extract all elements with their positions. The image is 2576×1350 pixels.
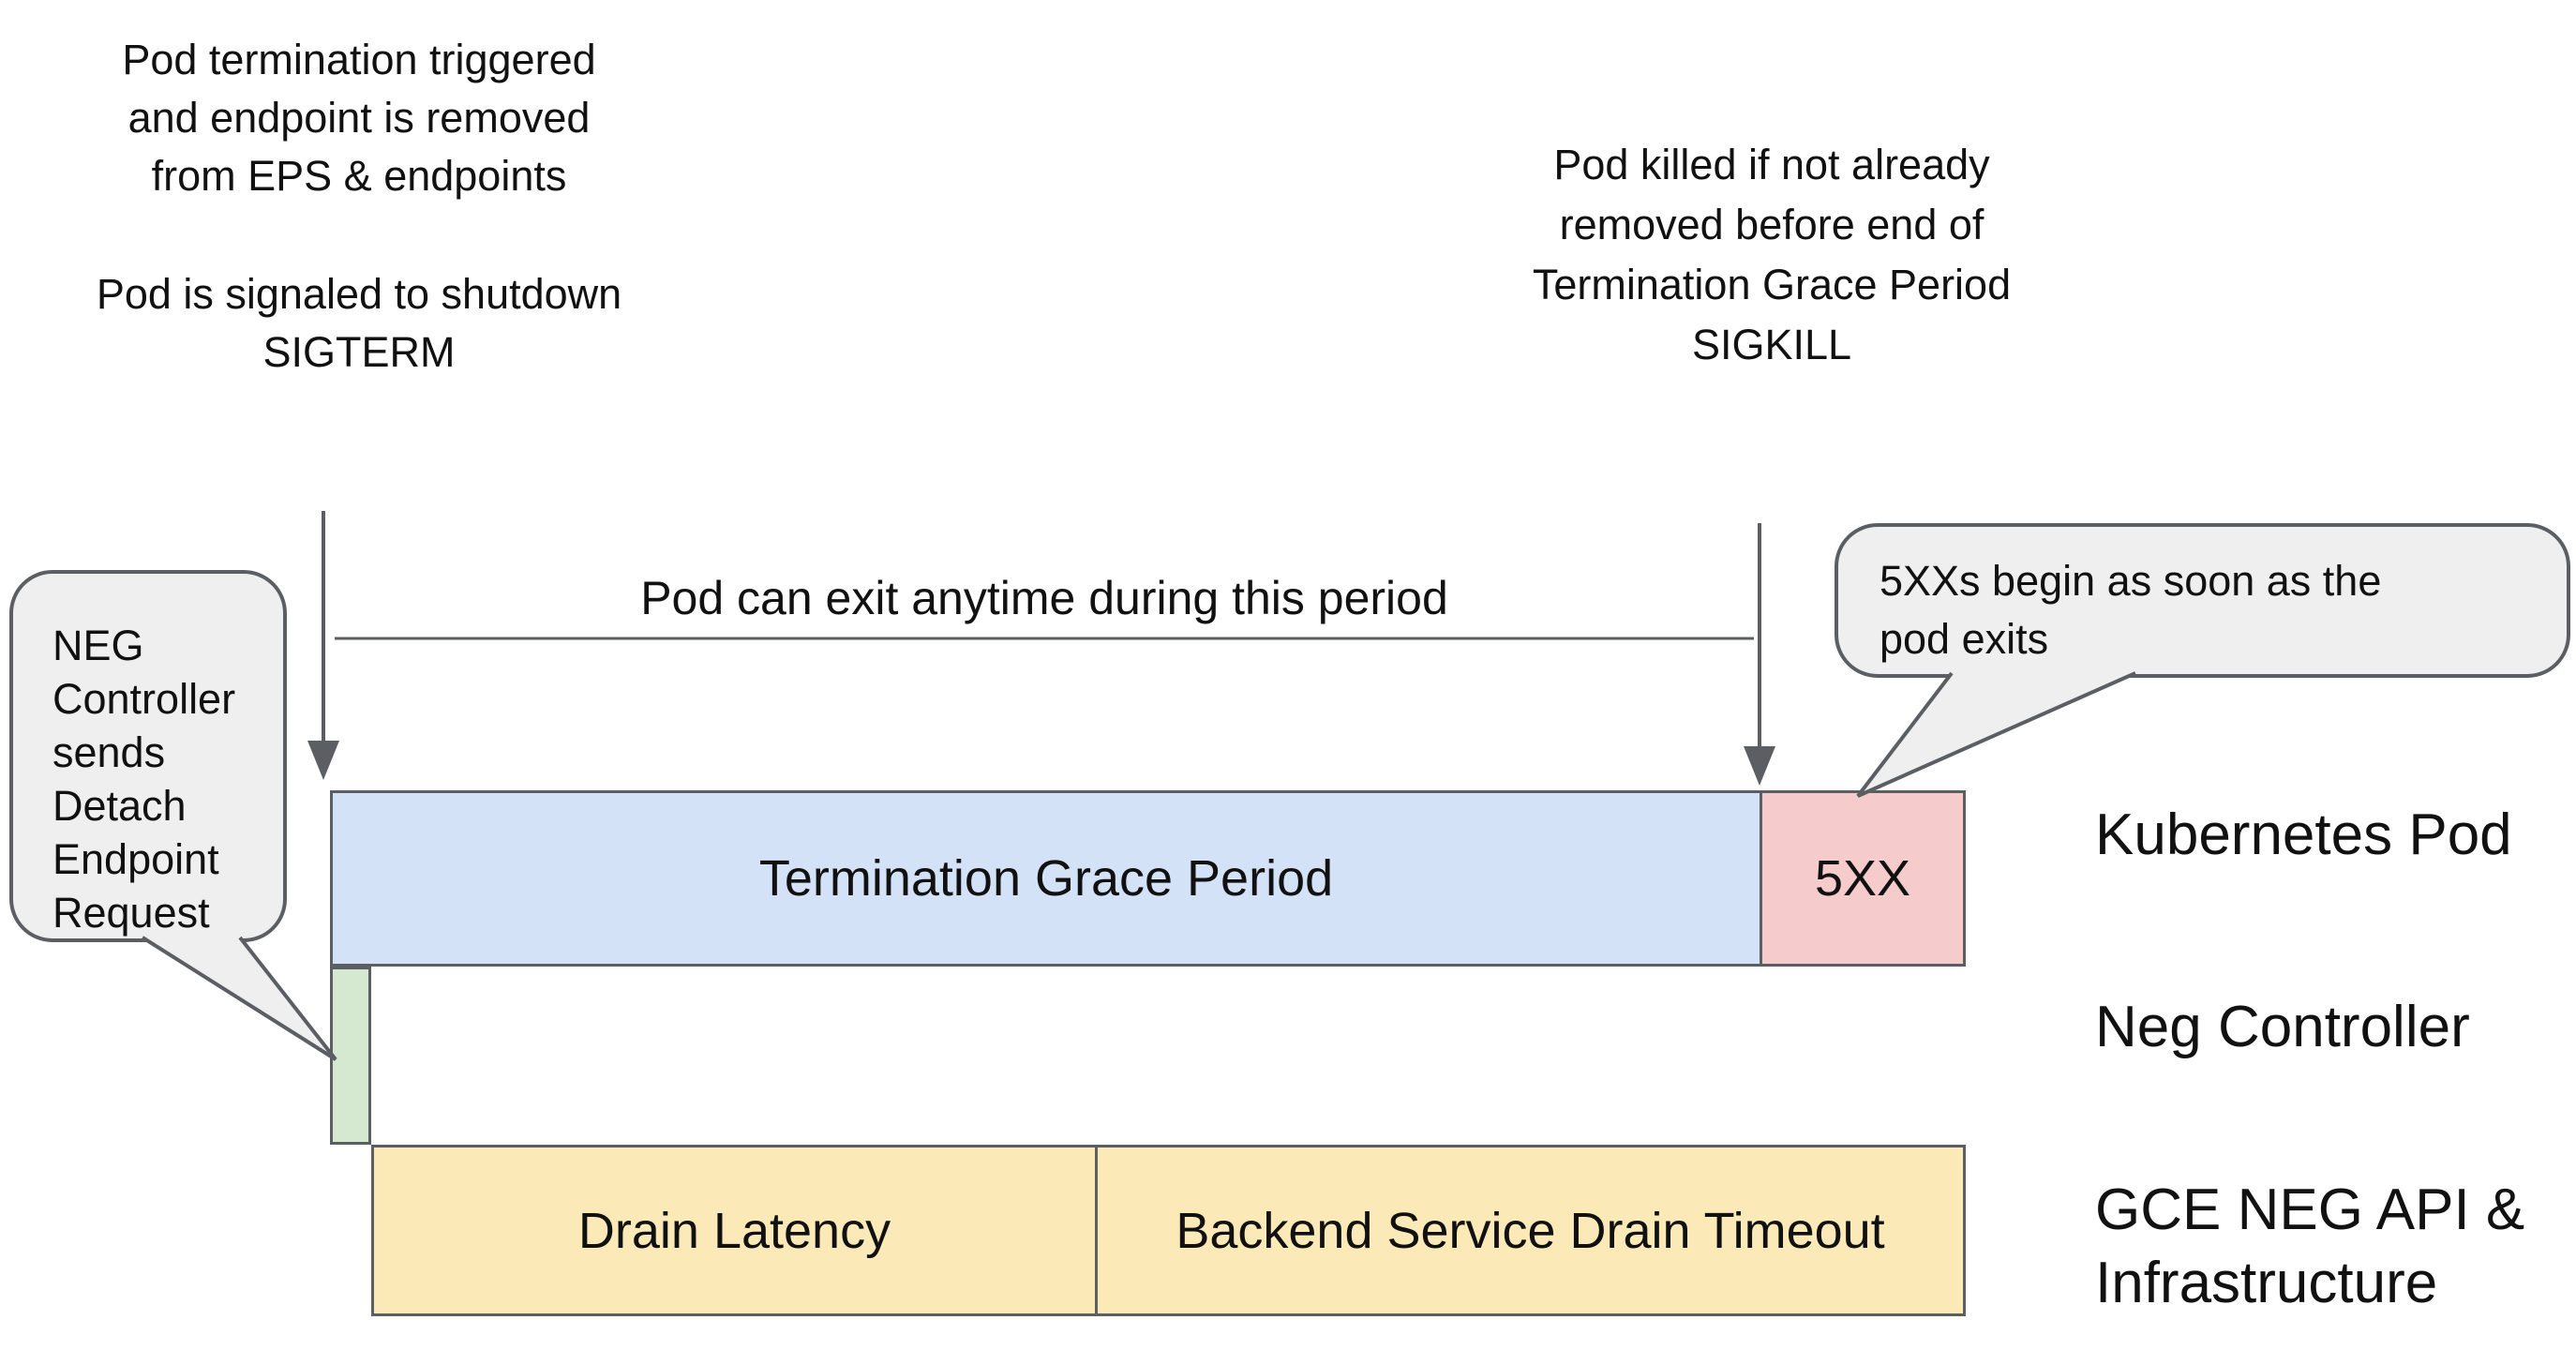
error-5xx-label: 5XX <box>1814 850 1911 907</box>
pod-sigterm-note: Pod is signaled to shutdown SIGTERM <box>12 265 706 382</box>
note-line: SIGTERM <box>262 328 456 376</box>
row-label-gce-infrastructure: GCE NEG API & Infrastructure <box>2095 1174 2524 1320</box>
row-label-kubernetes-pod: Kubernetes Pod <box>2095 802 2512 867</box>
callout-line: pod exits <box>1880 615 2049 663</box>
errors-begin-callout-tail <box>1856 671 2136 798</box>
callout-line: Endpoint <box>52 835 219 883</box>
note-line: Pod termination triggered <box>122 36 596 83</box>
callout-line: sends <box>52 728 166 776</box>
errors-begin-callout: 5XXs begin as soon as the pod exits <box>1835 523 2570 678</box>
drain-latency-label: Drain Latency <box>577 1202 891 1259</box>
callout-line: Controller <box>52 675 236 723</box>
termination-grace-period-label: Termination Grace Period <box>758 850 1334 907</box>
row-label-line: Infrastructure <box>2095 1251 2438 1315</box>
arrowhead-down-icon <box>307 741 339 780</box>
note-line: Pod killed if not already <box>1553 141 1990 188</box>
exit-window-label: Pod can exit anytime during this period <box>640 572 1448 624</box>
callout-line: Request <box>52 889 210 937</box>
note-line: and endpoint is removed <box>127 94 591 142</box>
backend-timeout-label: Backend Service Drain Timeout <box>1176 1202 1885 1259</box>
callout-line: 5XXs begin as soon as the <box>1880 557 2382 605</box>
drain-latency-segment: Drain Latency <box>374 1148 1098 1313</box>
note-line: removed before end of <box>1559 201 1984 248</box>
pod-killed-note: Pod killed if not already removed before… <box>1444 135 2100 375</box>
detach-request-bar <box>330 967 371 1145</box>
note-line: Termination Grace Period <box>1532 261 2012 308</box>
pod-termination-note: Pod termination triggered and endpoint i… <box>12 31 706 205</box>
neg-controller-callout: NEG Controller sends Detach Endpoint Req… <box>9 570 287 942</box>
note-line: from EPS & endpoints <box>151 152 567 200</box>
note-line: SIGKILL <box>1691 321 1852 368</box>
gce-drain-bar: Drain Latency Backend Service Drain Time… <box>371 1145 1966 1316</box>
note-line: Pod is signaled to shutdown <box>96 270 622 318</box>
callout-line: NEG <box>52 622 144 669</box>
row-label-line: GCE NEG API & <box>2095 1178 2525 1242</box>
backend-timeout-segment: Backend Service Drain Timeout <box>1098 1148 1963 1313</box>
neg-controller-callout-tail <box>141 936 337 1061</box>
error-5xx-bar: 5XX <box>1760 790 1966 967</box>
arrowhead-down-icon <box>1744 746 1775 786</box>
callout-line: Detach <box>52 782 187 830</box>
row-label-neg-controller: Neg Controller <box>2095 995 2470 1059</box>
termination-grace-period-bar: Termination Grace Period <box>330 790 1762 967</box>
